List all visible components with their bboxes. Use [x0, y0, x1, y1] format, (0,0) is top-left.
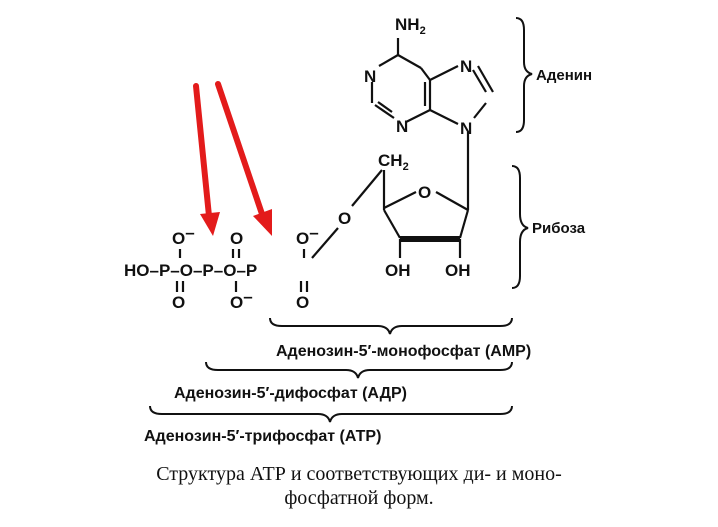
- nitrogen-label: N: [396, 117, 408, 136]
- figure-caption-line-2: фосфатной форм.: [284, 487, 434, 509]
- hydroxyl-label: OH: [445, 261, 471, 280]
- adp-label: Аденозин-5′-дифосфат (АДР): [174, 385, 407, 402]
- arrow-head-icon: [200, 212, 220, 236]
- ring-oxygen-label: O: [418, 183, 431, 202]
- atp-brace: Аденозин-5′-трифосфат (АТР): [144, 405, 513, 445]
- amp-label: Аденозин-5′-монофосфат (AMP): [276, 343, 531, 360]
- adp-brace: Аденозин-5′-дифосфат (АДР): [174, 361, 513, 402]
- phosphate-oxygen-label: O: [230, 229, 243, 248]
- arrow-head-icon: [253, 209, 272, 236]
- amp-brace: Аденозин-5′-монофосфат (AMP): [269, 317, 531, 360]
- nitrogen-label: N: [364, 67, 376, 86]
- phosphate-oxygen-label: O–: [172, 223, 195, 248]
- bridge-oxygen-label: O: [338, 209, 351, 228]
- adenine-ring: NH2 N N N N: [364, 15, 494, 210]
- phosphate-oxygen-label: O–: [230, 287, 253, 312]
- nitrogen-label: N: [460, 57, 472, 76]
- phosphate-chain: HO–P–O–P–O–P O– O O– O O– O: [124, 223, 319, 312]
- phosphate-oxygen-label: O: [172, 293, 185, 312]
- adenine-brace: Аденин: [515, 17, 592, 133]
- red-arrows: [193, 81, 272, 236]
- phosphate-oxygen-label: O: [296, 293, 309, 312]
- phosphate-oxygen-label: O–: [296, 223, 319, 248]
- ribose-brace: Рибоза: [511, 165, 586, 289]
- amino-group-label: NH2: [395, 15, 426, 37]
- adenine-label: Аденин: [536, 67, 592, 84]
- ribose-label: Рибоза: [532, 220, 586, 237]
- nitrogen-label: N: [460, 119, 472, 138]
- hydroxyl-label: OH: [385, 261, 411, 280]
- phosphate-chain-label: HO–P–O–P–O–P: [124, 261, 257, 280]
- ribose-ring: CH2 O OH OH O: [311, 151, 471, 280]
- atp-label: Аденозин-5′-трифосфат (АТР): [144, 428, 381, 445]
- ch2-group-label: CH2: [378, 151, 409, 173]
- figure-caption-line-1: Структура АТР и соответствующих ди- и мо…: [156, 463, 562, 485]
